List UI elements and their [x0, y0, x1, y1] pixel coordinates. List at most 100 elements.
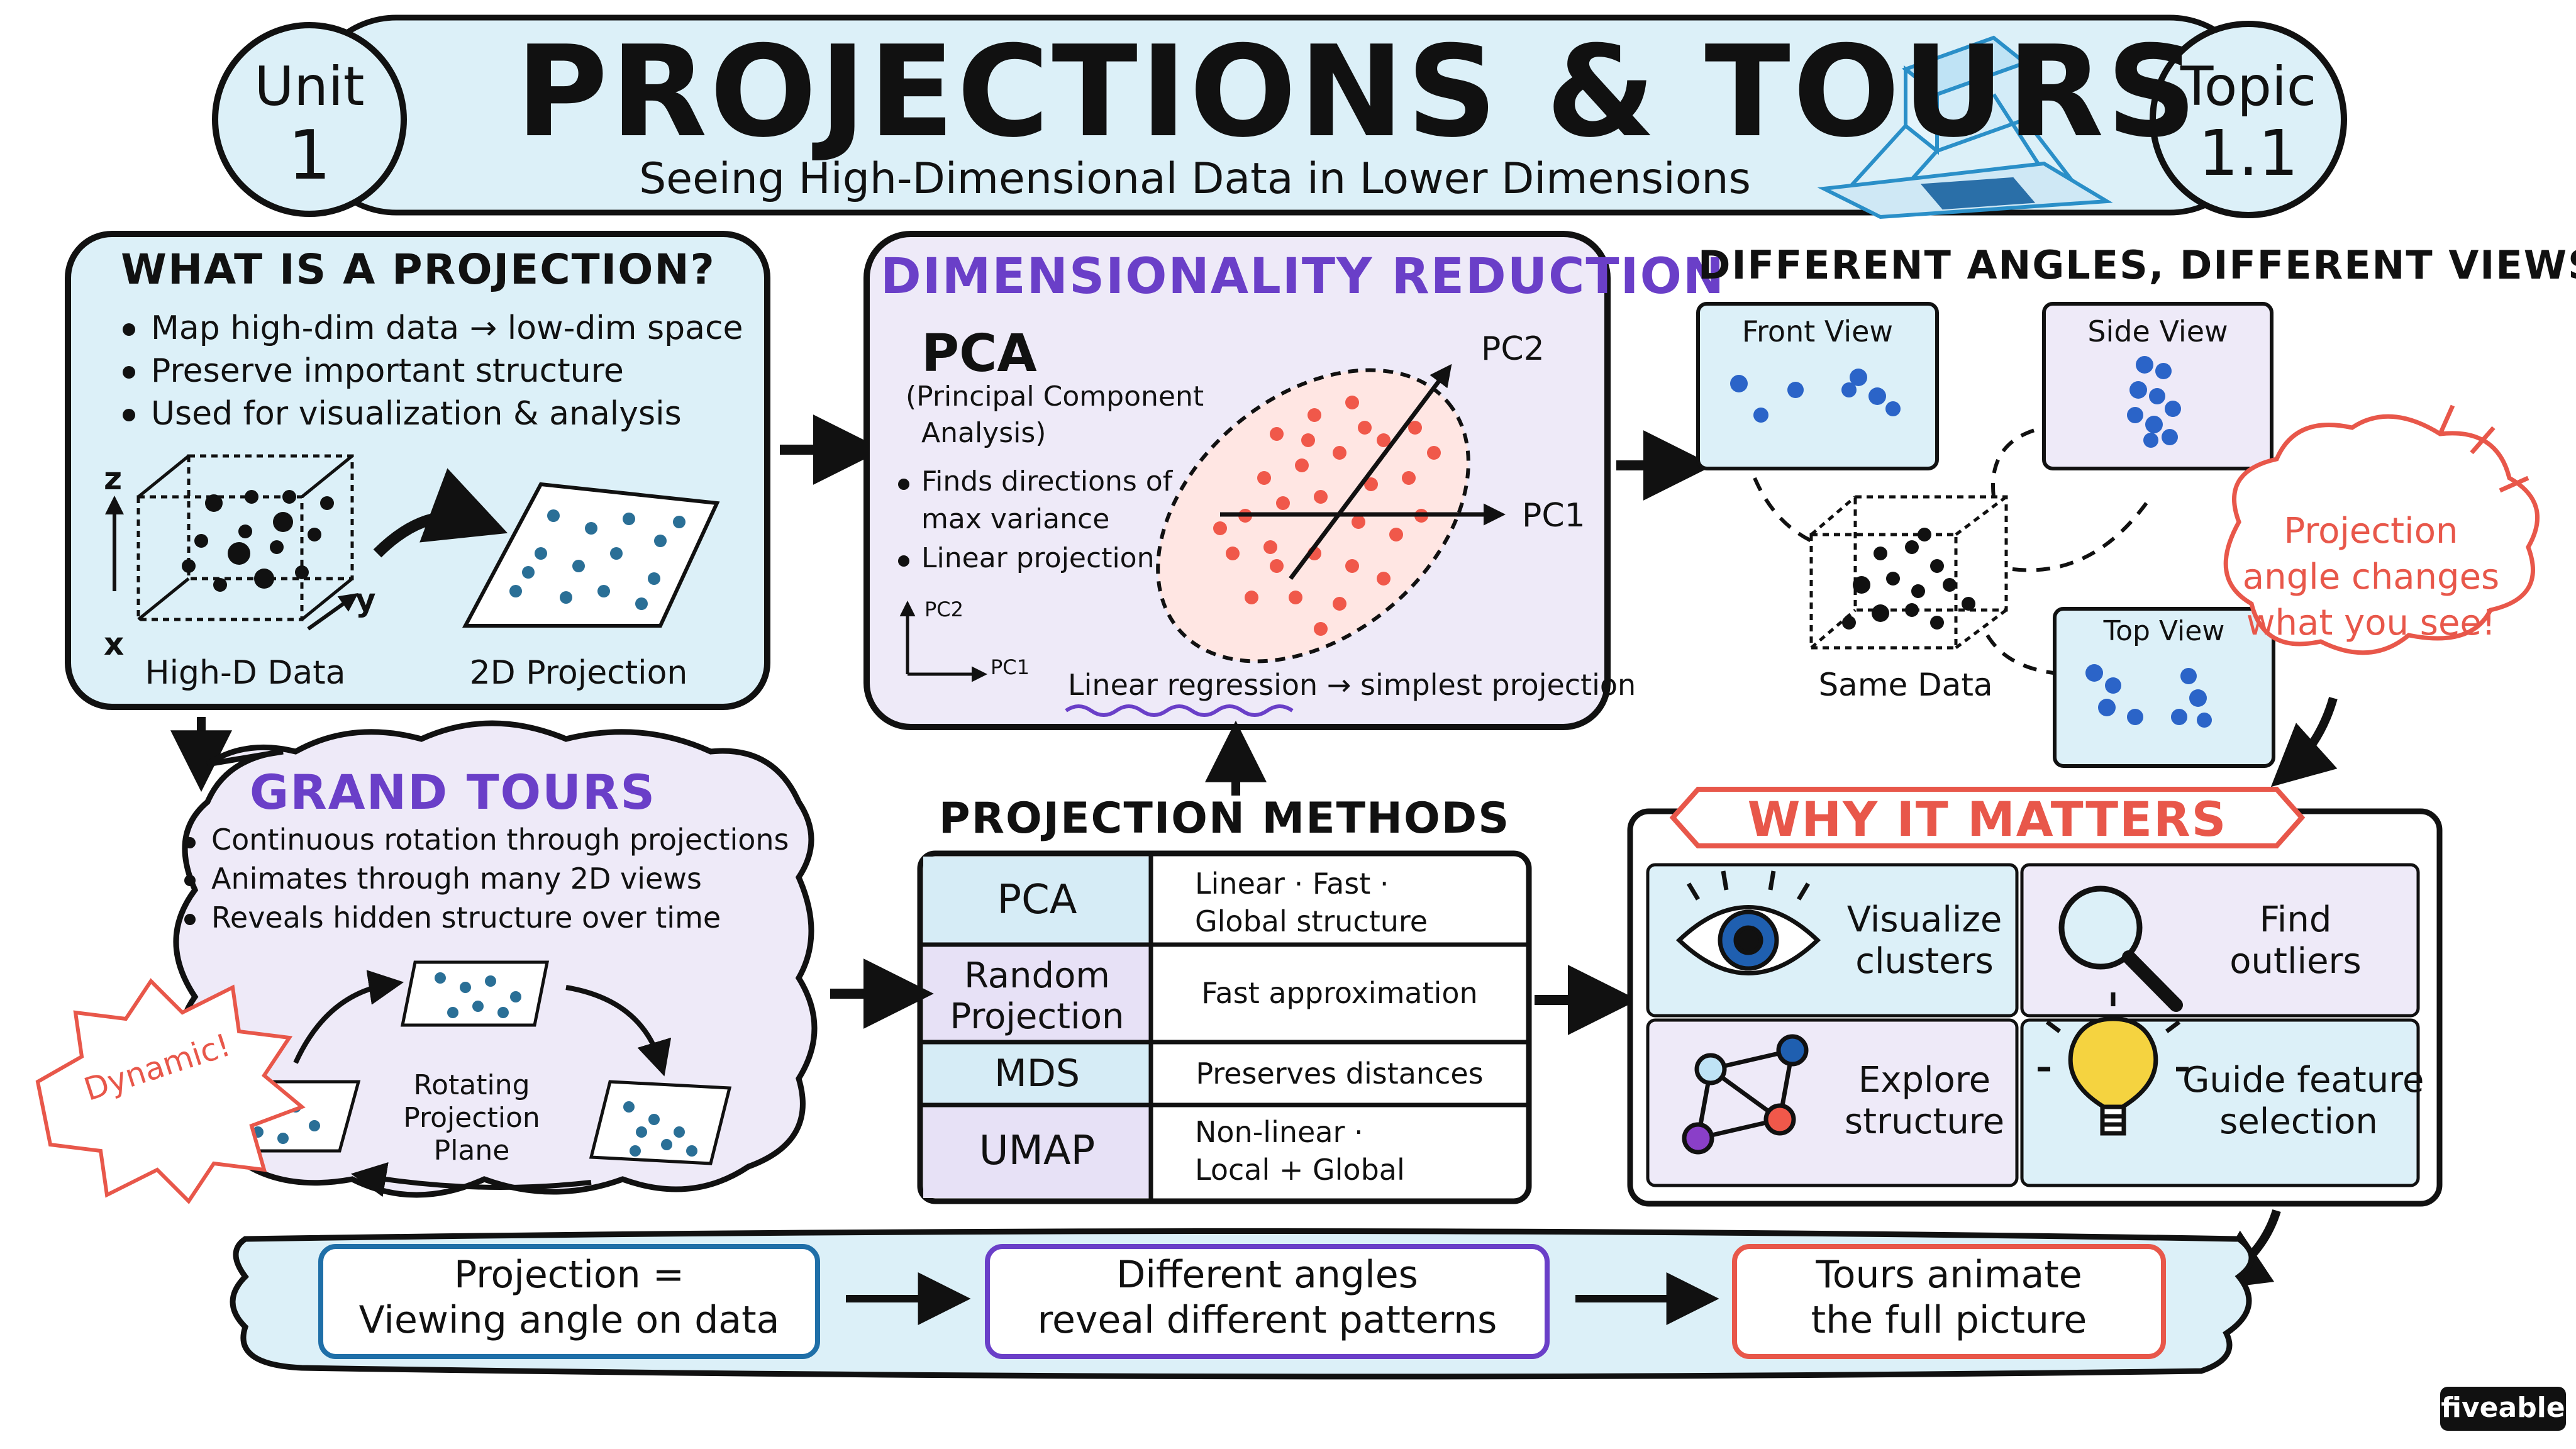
- umap-desc-2: Local + Global: [1195, 1152, 1405, 1187]
- projection-bullet-3: Used for visualization & analysis: [151, 395, 682, 433]
- plane-dot: [635, 597, 648, 610]
- view-dot: [2127, 709, 2143, 725]
- pca-dot: [1295, 458, 1309, 472]
- matters-visualize-1: Visualize: [1846, 899, 2002, 940]
- tour-dot: [661, 1139, 672, 1150]
- tour-dot: [648, 1114, 660, 1125]
- plane-dot: [547, 509, 560, 522]
- method-random-2: Projection: [950, 996, 1124, 1037]
- tour-dot: [485, 975, 496, 987]
- tour-dot: [447, 1007, 458, 1018]
- tours-bullet-3: Reveals hidden structure over time: [211, 901, 721, 935]
- view-dot: [2162, 429, 2178, 445]
- plane-dot: [522, 566, 535, 579]
- method-pca: PCA: [997, 877, 1077, 924]
- front-view-label: Front View: [1741, 314, 1894, 348]
- random-desc: Fast approximation: [1201, 976, 1478, 1011]
- matters-outliers-2: outliers: [2229, 941, 2362, 982]
- cube-dot: [205, 494, 223, 512]
- plane-dot: [572, 560, 585, 572]
- high-d-label: High-D Data: [145, 654, 346, 692]
- summary-1-line-1: Projection =: [453, 1253, 685, 1297]
- plane-dot: [648, 572, 660, 585]
- pca-dot: [1289, 591, 1302, 604]
- view-dot: [2098, 699, 2116, 716]
- tour-dot: [472, 1001, 484, 1012]
- view-dot: [2127, 407, 2143, 423]
- matters-explore-2: structure: [1844, 1101, 2005, 1142]
- view-dot: [2165, 401, 2181, 417]
- pca-dot: [1345, 396, 1359, 409]
- tour-dot: [636, 1126, 647, 1138]
- tours-cloud-panel: [173, 720, 818, 1198]
- unit-label: Unit: [254, 55, 365, 118]
- cube-dot: [254, 569, 274, 589]
- plane-dot: [623, 513, 635, 525]
- pca-desc-2: Global structure: [1195, 904, 1428, 938]
- cube-data-points: [182, 490, 334, 592]
- callout-cloud: [2223, 414, 2540, 655]
- tour-dot: [309, 1120, 320, 1131]
- plane-dot: [597, 585, 610, 597]
- projection-bullet-2: Preserve important structure: [151, 352, 624, 390]
- pca-dot: [1345, 559, 1359, 573]
- pca-dot: [1314, 622, 1328, 636]
- magnifier-icon: [2058, 886, 2183, 1012]
- tour-plane-right: [589, 1080, 732, 1165]
- network-icon: [1682, 1034, 1809, 1155]
- pca-dot: [1276, 496, 1290, 510]
- pca-dot: [1257, 471, 1271, 485]
- callout-line-2: angle changes: [2242, 557, 2500, 597]
- methods-title: PROJECTION METHODS: [938, 794, 1511, 843]
- pca-dot: [1314, 490, 1328, 504]
- rotating-label-1: Rotating: [413, 1069, 530, 1101]
- summary-3-line-1: Tours animate: [1816, 1253, 2082, 1297]
- tour-dot: [510, 991, 521, 1002]
- brand-logo: fiveable: [2441, 1392, 2565, 1424]
- view-dot: [2189, 689, 2207, 707]
- pc2-axis: [1289, 364, 1452, 580]
- view-dot: [2149, 388, 2165, 404]
- pca-dot: [1389, 528, 1403, 541]
- callout-line-1: Projection: [2284, 511, 2458, 552]
- rotating-label-2: Projection: [403, 1102, 540, 1134]
- top-view-label: Top View: [2103, 615, 2225, 647]
- view-dot: [2171, 709, 2187, 725]
- same-dot: [1874, 547, 1887, 560]
- unit-number: 1: [287, 116, 331, 195]
- summary-2-line-1: Different angles: [1116, 1253, 1418, 1297]
- pca-dot: [1427, 446, 1441, 460]
- view-dot: [1841, 382, 1857, 397]
- linreg-arrow: →: [1326, 668, 1352, 702]
- tour-dot: [686, 1145, 697, 1157]
- front-view-box: [1696, 302, 1939, 470]
- callout-line-3: what you see!: [2246, 602, 2496, 643]
- pca-dot: [1245, 591, 1258, 604]
- tour-dot: [630, 1145, 641, 1157]
- view-data-points: [1730, 356, 2212, 728]
- same-data-cube: [1809, 495, 2008, 650]
- view-dot: [2155, 363, 2172, 379]
- plane-dot: [610, 547, 623, 560]
- pca-dot: [1358, 421, 1372, 435]
- plane-dot: [654, 535, 667, 547]
- view-dot: [2197, 713, 2212, 728]
- axis-z-label: z: [104, 460, 123, 497]
- projection-2d-label: 2D Projection: [469, 654, 688, 692]
- unit-badge: [212, 22, 407, 217]
- tour-dot: [460, 982, 471, 993]
- rotating-label-3: Plane: [433, 1135, 510, 1167]
- same-data-label: Same Data: [1818, 667, 1993, 703]
- cube-dot: [273, 512, 293, 532]
- matters-explore-1: Explore: [1858, 1060, 1991, 1101]
- view-dot: [2085, 664, 2103, 682]
- tours-bullet-1: Continuous rotation through projections: [211, 823, 789, 857]
- matters-guide-1: Guide feature: [2182, 1060, 2424, 1101]
- pca-dot: [1333, 446, 1346, 460]
- view-dot: [1868, 387, 1886, 405]
- view-dot: [2143, 433, 2158, 448]
- view-dot: [2129, 381, 2147, 399]
- dimred-title: DIMENSIONALITY REDUCTION: [880, 248, 1726, 305]
- pca-desc-1: Linear · Fast ·: [1195, 866, 1389, 901]
- pca-dot: [1301, 433, 1315, 447]
